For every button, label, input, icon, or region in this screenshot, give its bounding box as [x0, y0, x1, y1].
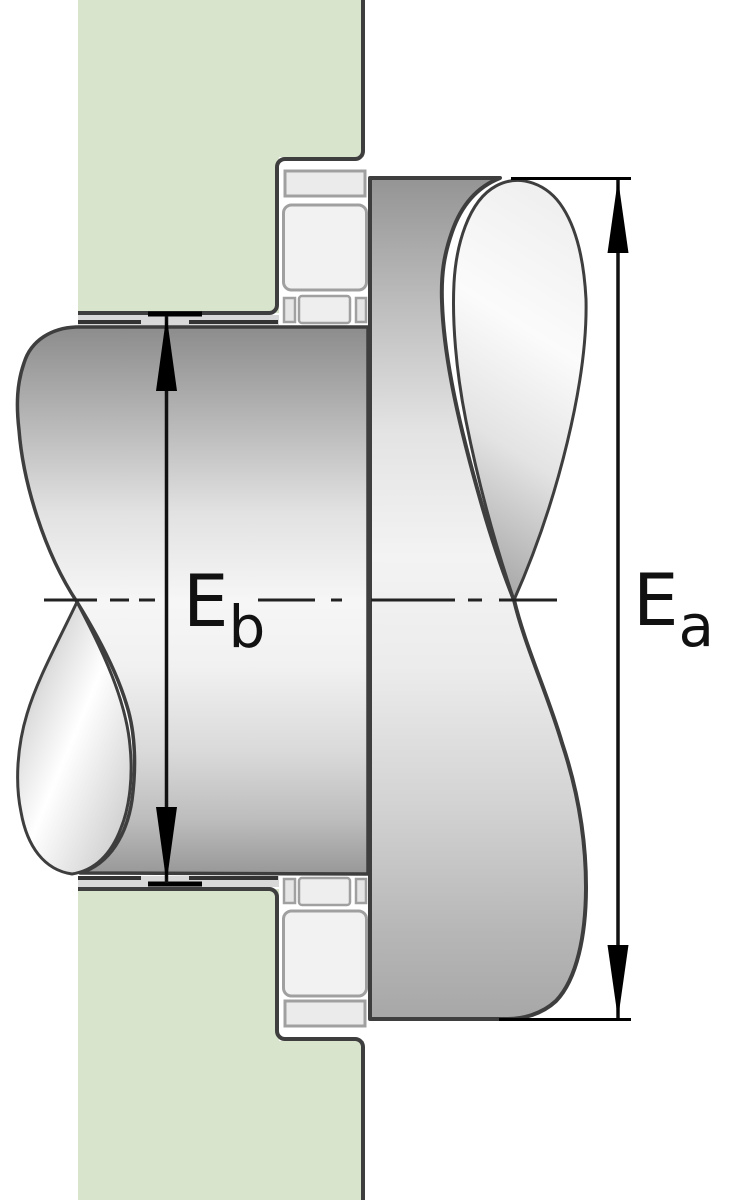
shaft-washer-top-center [297, 294, 352, 325]
shaft-break-lobe [16, 598, 133, 876]
roller-top [282, 203, 368, 292]
ea-arrow-up-icon [607, 179, 629, 253]
shaft-washer-top-right [354, 296, 368, 324]
dimension-eb [148, 311, 202, 887]
bearing-section-top [282, 169, 368, 325]
housing-upper-block [78, 0, 365, 315]
shaft-washer-top-left [282, 296, 297, 324]
roller-bottom [282, 909, 368, 998]
eb-arrow-down-icon [156, 807, 177, 883]
housing-lower-block [78, 887, 365, 1200]
shaft-washer-bottom-right [354, 877, 368, 905]
housing-lower-fill [78, 889, 364, 1200]
housing-upper-outline [78, 0, 365, 315]
housing-washer-bottom [283, 999, 367, 1028]
bearing-section-bottom [282, 876, 368, 1028]
housing-washer-top [283, 169, 367, 198]
shaft-washer-bottom-center [297, 876, 352, 907]
shoulder-break-lobe [452, 178, 588, 605]
eb-label-base: E [183, 559, 229, 643]
shaft-washer-bottom-left [282, 877, 297, 905]
ea-label-subscript: a [679, 592, 715, 660]
eb-arrow-up-icon [156, 315, 177, 391]
dimension-label-ea: Ea [633, 558, 714, 660]
ea-arrow-down-icon [607, 945, 629, 1019]
eb-label-subscript: b [229, 593, 266, 661]
housing-upper-fill [78, 0, 364, 313]
bore-gap-strip-top [78, 315, 279, 326]
dimension-ea [499, 177, 631, 1021]
housing-lower-outline [78, 887, 365, 1200]
ea-label-base: E [633, 558, 679, 642]
dimension-label-eb: Eb [183, 559, 265, 661]
